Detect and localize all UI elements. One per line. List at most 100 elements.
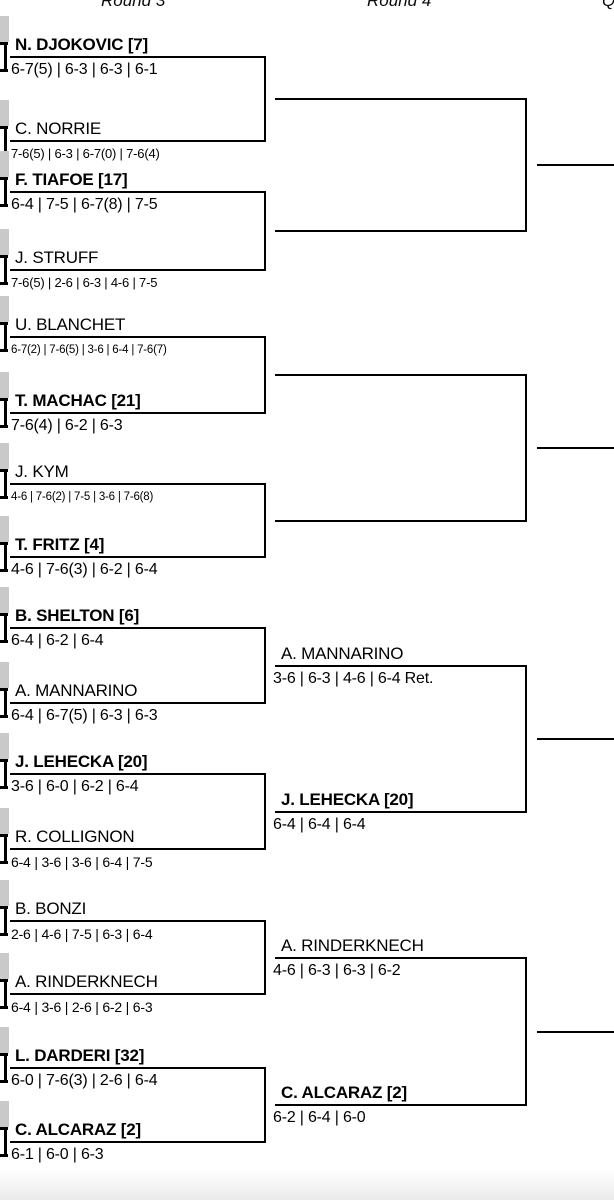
quarterfinal-winner-line (537, 738, 614, 740)
prev-round-connector-bottom-stub (0, 282, 8, 285)
prev-round-connector-top-stub (0, 255, 8, 258)
prev-round-cutoff-strip (0, 587, 9, 613)
match-score: 7-6(4) | 6-2 | 6-3 (11, 417, 123, 434)
player-name: J. KYM (15, 462, 69, 481)
match-score: 6-0 | 7-6(3) | 2-6 | 6-4 (11, 1072, 158, 1089)
prev-round-connector-top-stub (0, 177, 8, 180)
player-name: C. NORRIE (15, 119, 102, 138)
player-name: L. DARDERI [32] (15, 1046, 145, 1065)
prev-round-cutoff-strip (0, 372, 9, 398)
match-score: 6-7(5) | 6-3 | 6-3 | 6-1 (11, 61, 158, 78)
match-score: 7-6(5) | 6-3 | 6-7(0) | 7-6(4) (11, 146, 160, 161)
round3-match-box (10, 336, 266, 414)
round-4-header: Round 4 (367, 0, 432, 10)
prev-round-cutoff-strip (0, 733, 9, 759)
round4-match-box (275, 98, 527, 232)
match-score: 6-4 | 7-5 | 6-7(8) | 7-5 (11, 196, 158, 213)
prev-round-cutoff-strip (0, 16, 9, 42)
prev-round-connector-top-stub (0, 613, 8, 616)
prev-round-connector-top-stub (0, 126, 8, 129)
prev-round-connector-vertical (4, 398, 7, 428)
prev-round-cutoff-strip (0, 808, 9, 834)
prev-round-connector-vertical (4, 322, 7, 352)
prev-round-connector-bottom-stub (0, 204, 8, 207)
prev-round-connector-bottom-stub (0, 715, 8, 718)
match-score: 6-2 | 6-4 | 6-0 (273, 1109, 366, 1126)
player-name: T. FRITZ [4] (15, 535, 105, 554)
prev-round-cutoff-strip (0, 516, 9, 542)
match-score: 4-6 | 6-3 | 6-3 | 6-2 (273, 962, 401, 979)
prev-round-connector-top-stub (0, 759, 8, 762)
match-score: 6-4 | 6-4 | 6-4 (273, 816, 366, 833)
player-name: F. TIAFOE [17] (15, 170, 128, 189)
prev-round-connector-bottom-stub (0, 69, 8, 72)
bottom-fade (0, 1170, 614, 1200)
player-name: B. SHELTON [6] (15, 606, 140, 625)
prev-round-connector-bottom-stub (0, 1006, 8, 1009)
prev-round-connector-bottom-stub (0, 496, 8, 499)
player-name: B. BONZI (15, 899, 87, 918)
prev-round-connector-bottom-stub (0, 569, 8, 572)
player-name: A. MANNARINO (281, 644, 404, 663)
round4-match-box (275, 374, 527, 522)
player-name: A. RINDERKNECH (281, 936, 424, 955)
player-name: C. ALCARAZ [2] (281, 1083, 407, 1102)
prev-round-connector-vertical (4, 759, 7, 789)
prev-round-cutoff-strip (0, 1101, 9, 1127)
round4-match-box (275, 665, 527, 813)
prev-round-connector-vertical (4, 126, 7, 156)
prev-round-connector-top-stub (0, 42, 8, 45)
prev-round-connector-vertical (4, 1127, 7, 1157)
player-name: T. MACHAC [21] (15, 391, 141, 410)
prev-round-cutoff-strip (0, 1027, 9, 1053)
player-name: A. RINDERKNECH (15, 972, 158, 991)
prev-round-connector-bottom-stub (0, 861, 8, 864)
round3-match-box (10, 56, 266, 142)
prev-round-connector-top-stub (0, 398, 8, 401)
player-name: J. STRUFF (15, 248, 99, 267)
round3-match-box (10, 191, 266, 271)
prev-round-cutoff-strip (0, 953, 9, 979)
round4-match-box (275, 957, 527, 1106)
prev-round-connector-bottom-stub (0, 933, 8, 936)
prev-round-cutoff-strip (0, 229, 9, 255)
prev-round-cutoff-strip (0, 296, 9, 322)
prev-round-connector-top-stub (0, 1127, 8, 1130)
match-score: 7-6(5) | 2-6 | 6-3 | 4-6 | 7-5 (11, 275, 158, 290)
quarterfinals-header: Quarterfinals (602, 0, 614, 10)
match-score: 6-4 | 3-6 | 2-6 | 6-2 | 6-3 (11, 999, 153, 1015)
player-name: U. BLANCHET (15, 315, 126, 334)
prev-round-connector-vertical (4, 542, 7, 572)
round3-match-box (10, 1067, 266, 1143)
prev-round-connector-bottom-stub (0, 1080, 8, 1083)
match-score: 6-4 | 6-2 | 6-4 (11, 632, 104, 649)
prev-round-cutoff-strip (0, 100, 9, 126)
prev-round-connector-vertical (4, 255, 7, 285)
player-name: R. COLLIGNON (15, 827, 135, 846)
prev-round-connector-top-stub (0, 688, 8, 691)
player-name: N. DJOKOVIC [7] (15, 35, 149, 54)
prev-round-connector-vertical (4, 688, 7, 718)
match-score: 6-4 | 3-6 | 3-6 | 6-4 | 7-5 (11, 854, 153, 870)
match-score: 6-1 | 6-0 | 6-3 (11, 1146, 104, 1163)
player-name: A. MANNARINO (15, 681, 138, 700)
player-name: J. LEHECKA [20] (15, 752, 148, 771)
prev-round-connector-vertical (4, 613, 7, 643)
player-name: C. ALCARAZ [2] (15, 1120, 141, 1139)
prev-round-cutoff-strip (0, 662, 9, 688)
round3-match-box (10, 483, 266, 558)
quarterfinal-winner-line (537, 164, 614, 166)
match-score: 6-4 | 6-7(5) | 6-3 | 6-3 (11, 707, 158, 724)
player-name: J. LEHECKA [20] (281, 790, 414, 809)
prev-round-connector-vertical (4, 42, 7, 72)
prev-round-connector-vertical (4, 834, 7, 864)
round3-match-box (10, 627, 266, 704)
prev-round-cutoff-strip (0, 880, 9, 906)
match-score: 4-6 | 7-6(3) | 6-2 | 6-4 (11, 561, 158, 578)
prev-round-connector-vertical (4, 469, 7, 499)
prev-round-connector-top-stub (0, 1053, 8, 1056)
prev-round-cutoff-strip (0, 443, 9, 469)
match-score: 6-7(2) | 7-6(5) | 3-6 | 6-4 | 7-6(7) (11, 344, 167, 356)
prev-round-connector-top-stub (0, 322, 8, 325)
